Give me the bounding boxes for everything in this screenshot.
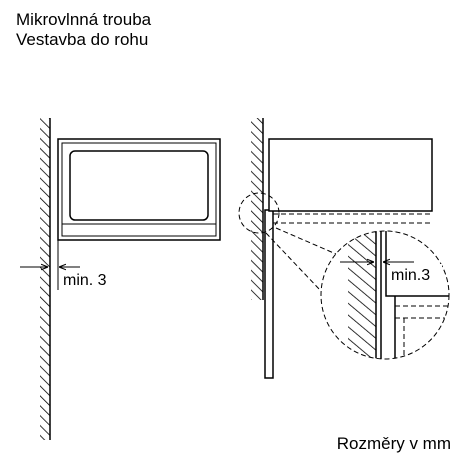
microwave-outer-frame: [57, 138, 221, 241]
right-wall-hatch: [251, 118, 263, 300]
cabinet-side-panel: [264, 209, 274, 379]
left-diagram: min. 3: [20, 118, 221, 440]
units-note: Rozměry v mm: [336, 434, 451, 453]
title-line-1: Mikrovlnná trouba: [16, 10, 152, 29]
upper-cabinet: [268, 138, 433, 212]
left-wall-hatch: [40, 118, 50, 440]
zoom-wall-hatch: [348, 231, 376, 359]
zoom-contents: [348, 231, 449, 359]
zoom-detail: min.3: [320, 230, 450, 360]
detail-leader-line-upper: [275, 227, 337, 255]
microwave-door-window: [69, 150, 209, 221]
right-diagram: [238, 118, 433, 379]
zoom-circle-outline: [320, 230, 450, 360]
left-clearance-label: min. 3: [63, 272, 107, 289]
zoom-cabinet: [385, 231, 449, 297]
title-line-2: Vestavba do rohu: [16, 30, 149, 49]
zoom-label-backdrop: [390, 264, 442, 284]
detail-reference-circle: [238, 192, 280, 234]
microwave-inner-frame: [61, 142, 217, 237]
right-clearance-label: min.3: [391, 267, 430, 284]
detail-leader-line-lower: [265, 232, 321, 291]
